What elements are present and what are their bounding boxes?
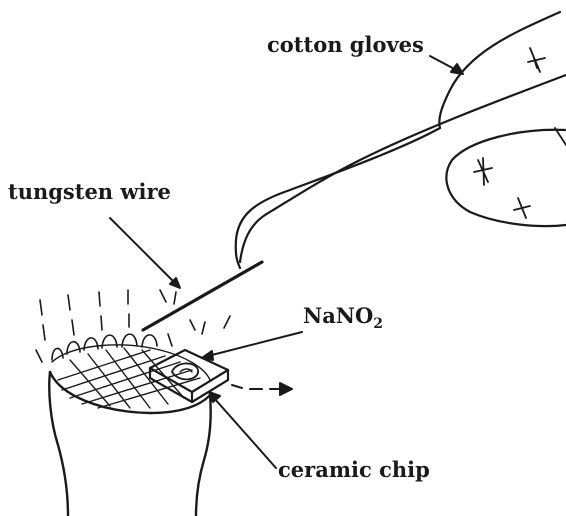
leader-nano2 [202,332,302,360]
label-nano2-subscript: 2 [373,316,383,332]
label-cotton-gloves: cotton gloves [267,34,424,55]
label-nano2-main: NaNO [303,303,373,328]
leader-cotton-gloves [430,56,463,74]
holder-cylinder [49,372,210,516]
tungsten-wire-rod [143,262,262,330]
leader-tungsten-wire [110,218,180,288]
label-ceramic-chip: ceramic chip [278,459,430,480]
heat-dashes [36,290,230,362]
flame-arches [52,334,157,360]
dashed-arrow [232,383,292,395]
leader-ceramic-chip [209,392,276,468]
label-tungsten-wire: tungsten wire [8,181,171,202]
label-nano2: NaNO2 [303,305,383,331]
